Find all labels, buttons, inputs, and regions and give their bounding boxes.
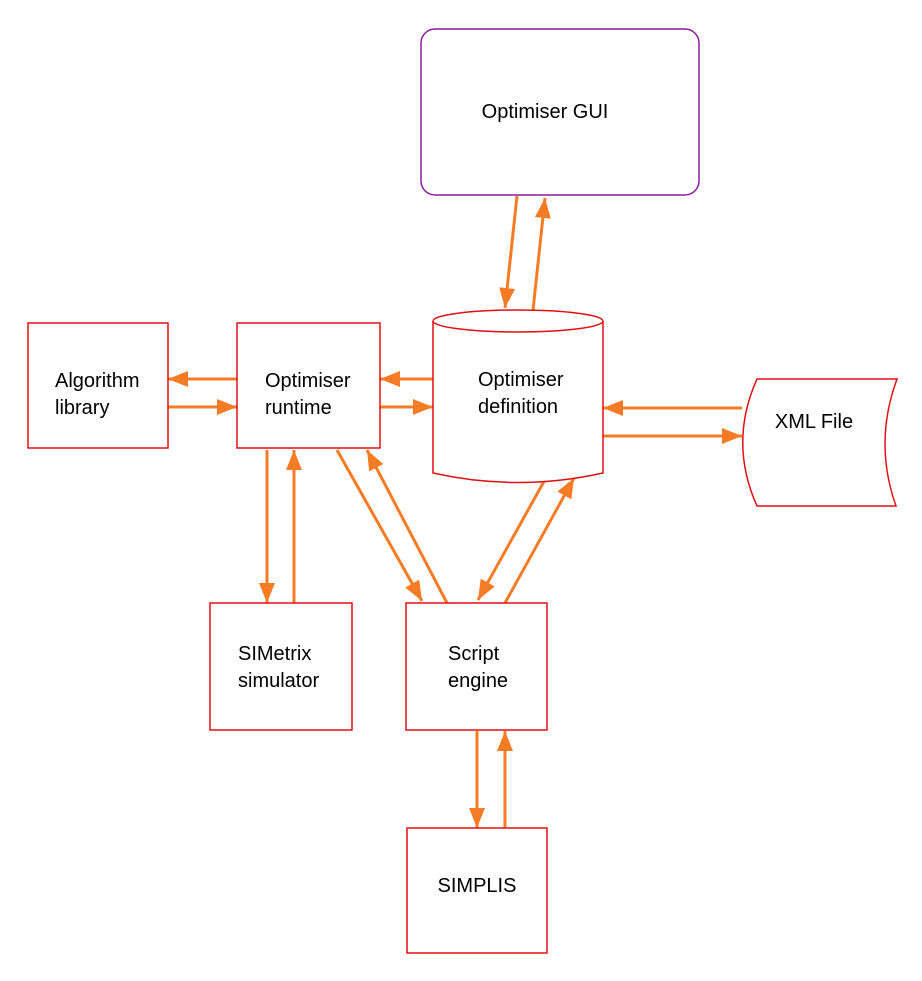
node-simetrix-simulator-label-line2: simulator [238,670,319,692]
node-optimiser-definition-body [432,321,604,484]
node-script-engine [405,602,548,731]
arrow-definition-to-gui [531,197,551,311]
node-simplis [406,827,548,954]
arrow-runtime-to-script [335,449,424,602]
node-xml-file [742,378,899,507]
arrow-script-to-runtime [365,449,449,604]
node-optimiser-definition-top [432,309,604,333]
node-optimiser-runtime-label-line2: runtime [265,397,332,419]
node-optimiser-gui [420,28,700,196]
node-algorithm-library-label-line2: library [55,397,109,419]
node-simplis-label: SIMPLIS [438,875,517,897]
node-algorithm-library [27,322,169,449]
node-algorithm-library-label-line1: Algorithm [55,370,139,392]
node-optimiser-definition-label-line1: Optimiser [478,369,564,391]
node-simetrix-simulator [209,602,353,731]
node-optimiser-gui-label: Optimiser GUI [482,101,609,123]
arrow-gui-to-definition [499,195,519,309]
node-optimiser-runtime-label-line1: Optimiser [265,370,351,392]
node-simetrix-simulator-label-line1: SIMetrix [238,643,311,665]
node-script-engine-label-line1: Script [448,643,500,665]
node-xml-file-label: XML File [775,411,853,433]
node-optimiser-definition-label-line2: definition [478,396,558,418]
node-script-engine-label-line2: engine [448,670,508,692]
arrow-script-to-definition [503,477,576,604]
arrow-definition-to-script [476,475,549,601]
node-optimiser-runtime [236,322,381,449]
